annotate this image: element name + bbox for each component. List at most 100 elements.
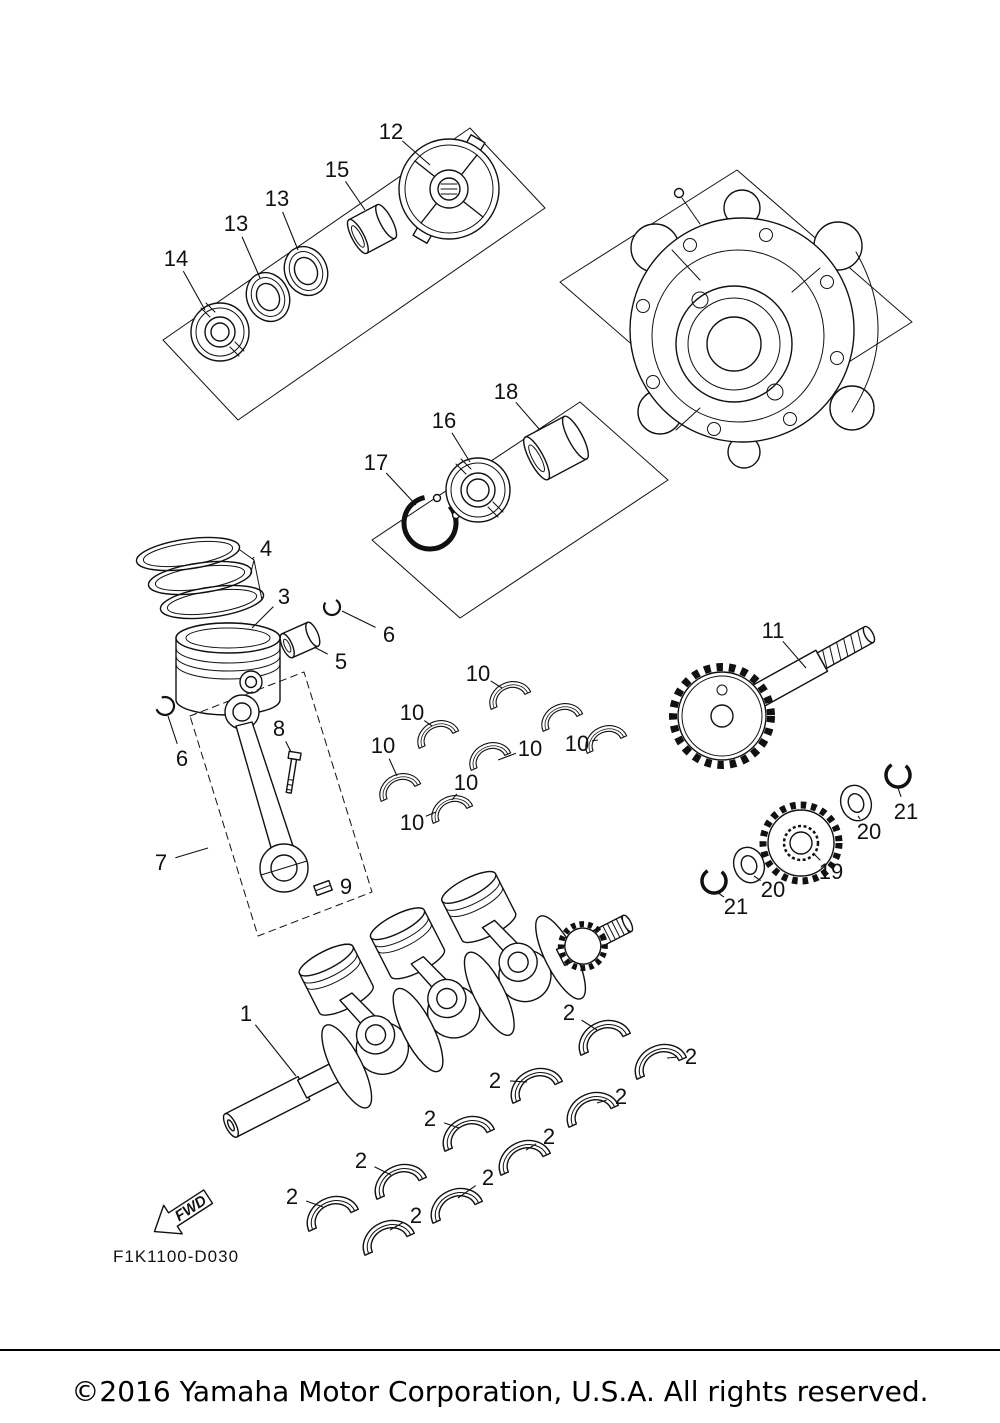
- callout-leader-21: [716, 891, 725, 898]
- part-4-piston-rings: [135, 536, 265, 620]
- callout-label-1: 1: [240, 1001, 252, 1026]
- callout-label-2: 2: [286, 1184, 298, 1209]
- callout-leader-16: [451, 432, 471, 463]
- callout-leader-10: [497, 752, 517, 761]
- callout-leader-1: [254, 1024, 297, 1077]
- part-14-bearing: [190, 302, 250, 362]
- callout-label-19: 19: [819, 859, 843, 884]
- callout-label-10: 10: [565, 731, 589, 756]
- callout-leader-11: [782, 640, 807, 669]
- callout-leader-2: [581, 1019, 598, 1031]
- callout-leader-20: [753, 875, 761, 881]
- main-bearing-shell: [502, 1059, 564, 1104]
- callout-label-11: 11: [762, 618, 785, 643]
- callout-leader-20: [857, 815, 861, 820]
- callout-label-21: 21: [894, 799, 918, 824]
- main-bearing-shell: [570, 1011, 632, 1056]
- callout-label-10: 10: [466, 661, 490, 686]
- callout-leader-3: [251, 606, 274, 629]
- part-21-circlip-b: [700, 867, 728, 895]
- callout-label-13: 13: [224, 211, 248, 236]
- rod-bearing-shell: [373, 766, 422, 802]
- callout-label-2: 2: [563, 1000, 575, 1025]
- callout-leader-2: [457, 1185, 477, 1199]
- callout-label-2: 2: [615, 1084, 627, 1109]
- callout-label-2: 2: [489, 1068, 501, 1093]
- callout-label-10: 10: [371, 733, 395, 758]
- part-19-gear: [759, 801, 843, 885]
- part-6-clip-b: [154, 695, 176, 717]
- part-13-seal-b: [283, 245, 329, 297]
- part-15-collar: [346, 203, 398, 255]
- part-7-connecting-rod: [189, 671, 373, 937]
- callout-leader-15: [345, 181, 366, 211]
- callout-label-2: 2: [543, 1124, 555, 1149]
- callout-label-2: 2: [410, 1203, 422, 1228]
- callout-leader-5: [313, 646, 328, 655]
- part-crankcase: [629, 187, 879, 469]
- part-21-circlip-a: [884, 761, 912, 789]
- callout-leader-10: [388, 758, 398, 777]
- rod-bearing-shell: [483, 674, 532, 710]
- callout-leader-10: [425, 811, 437, 817]
- callout-leader-18: [515, 401, 541, 431]
- callout-label-13: 13: [265, 186, 289, 211]
- callout-leader-2: [305, 1200, 324, 1208]
- callout-leader-6: [341, 610, 376, 628]
- callout-leader-4: [251, 556, 255, 560]
- callout-label-15: 15: [325, 157, 349, 182]
- fwd-arrow: FWD: [153, 1189, 214, 1235]
- part-6-clip-a: [322, 597, 342, 617]
- callout-leader-7: [175, 847, 209, 859]
- callout-leader-2: [374, 1166, 392, 1176]
- diagram-code: F1K1100-D030: [113, 1247, 239, 1266]
- rod-bearing-shell: [463, 735, 512, 771]
- part-8-bolt: [285, 750, 302, 794]
- connecting-rod-dashed-box: [189, 671, 373, 937]
- callout-label-18: 18: [494, 379, 518, 404]
- callout-label-7: 7: [155, 850, 167, 875]
- callout-label-20: 20: [857, 819, 881, 844]
- rod-bearing-shell: [535, 696, 584, 732]
- callout-leader-2: [525, 1143, 537, 1151]
- callout-leader-2: [509, 1080, 528, 1083]
- part-18-collar: [523, 415, 589, 481]
- callout-label-10: 10: [400, 810, 424, 835]
- callout-leader-12: [401, 140, 431, 166]
- callout-label-2: 2: [482, 1165, 494, 1190]
- callout-label-2: 2: [355, 1148, 367, 1173]
- callout-leader-2: [596, 1099, 607, 1104]
- main-bearing-shell: [490, 1131, 552, 1176]
- callout-leader-2: [444, 1122, 460, 1129]
- callout-leader-8: [285, 741, 292, 753]
- main-bearing-shell: [298, 1187, 360, 1232]
- callout-label-10: 10: [454, 770, 478, 795]
- part-9-nut: [313, 879, 333, 897]
- callout-leader-13: [282, 211, 299, 251]
- callout-leader-10: [423, 720, 433, 727]
- callout-label-10: 10: [518, 736, 542, 761]
- main-bearing-shell: [434, 1107, 496, 1152]
- callout-label-4: 4: [260, 536, 272, 561]
- part-5-piston-pin: [279, 621, 321, 659]
- part-3-piston: [175, 622, 281, 716]
- callout-leader-14: [182, 270, 206, 311]
- main-bearing-shell: [626, 1035, 688, 1080]
- callout-label-2: 2: [685, 1044, 697, 1069]
- callout-leader-13: [241, 236, 261, 279]
- callout-label-9: 9: [340, 874, 352, 899]
- callout-label-12: 12: [379, 119, 403, 144]
- callout-leader-19: [813, 853, 821, 861]
- part-20-washer-a: [839, 784, 873, 822]
- main-bearing-shell: [558, 1083, 620, 1128]
- callout-label-6: 6: [176, 746, 188, 771]
- callout-label-14: 14: [164, 246, 188, 271]
- callout-leader-21: [897, 787, 902, 798]
- main-bearing-shell: [366, 1155, 428, 1200]
- callout-leader-6: [167, 715, 178, 744]
- part-11-drive-shaft: [669, 625, 876, 769]
- callout-label-16: 16: [432, 408, 456, 433]
